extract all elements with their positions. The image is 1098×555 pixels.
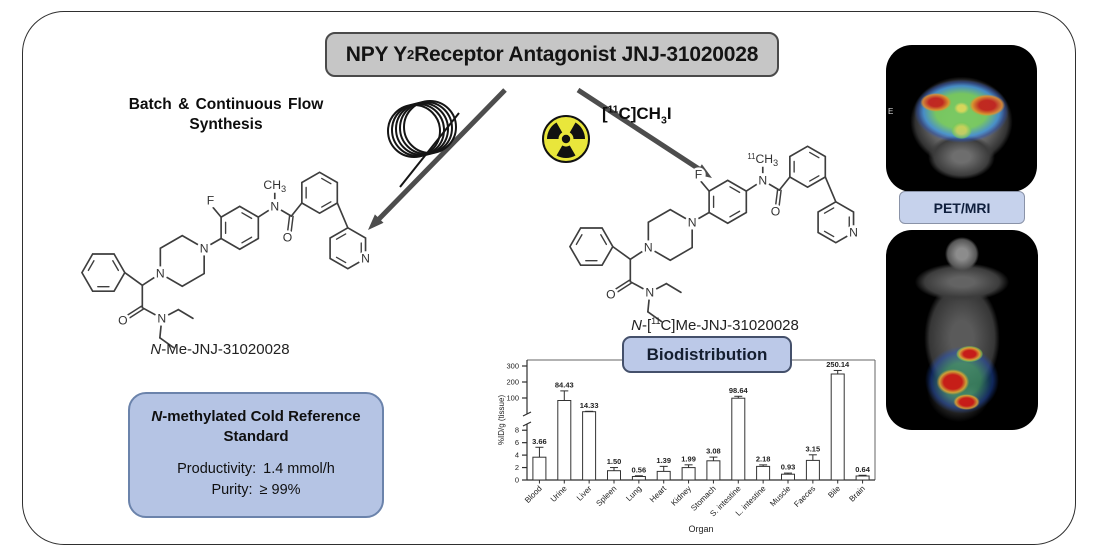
svg-text:N: N <box>849 225 858 239</box>
svg-text:100: 100 <box>506 394 519 403</box>
name-left-rest: -Me-JNJ-31020028 <box>161 341 290 358</box>
svg-text:CH3: CH3 <box>263 178 286 194</box>
title-subscript: 2 <box>407 47 415 62</box>
svg-text:N: N <box>688 215 697 229</box>
svg-text:1.39: 1.39 <box>656 456 671 465</box>
svg-text:N: N <box>156 267 165 281</box>
svg-text:0.93: 0.93 <box>781 463 796 472</box>
svg-text:Muscle: Muscle <box>768 484 793 509</box>
svg-text:N: N <box>200 241 209 255</box>
biodistribution-label: Biodistribution <box>646 344 768 364</box>
svg-text:11CH3: 11CH3 <box>747 152 778 168</box>
svg-text:Kidney: Kidney <box>669 484 693 508</box>
purity-line: Purity: ≥ 99% <box>130 480 382 501</box>
svg-text:N: N <box>361 251 370 265</box>
reagent-post: I <box>666 104 672 123</box>
svg-text:F: F <box>695 168 702 182</box>
name-left-italic: N <box>150 341 162 358</box>
svg-text:4: 4 <box>515 451 519 460</box>
reagent-label: [11C]CH3I <box>602 104 672 126</box>
svg-text:6: 6 <box>515 438 519 447</box>
svg-text:14.33: 14.33 <box>580 401 599 410</box>
reagent-sub: 3 <box>660 114 667 127</box>
svg-text:N: N <box>758 173 767 187</box>
svg-text:200: 200 <box>506 378 519 387</box>
synthesis-heading: Batch & Continuous Flow Synthesis <box>90 95 362 135</box>
structure-cold-compound: N N N N N F O O CH3 <box>80 171 373 349</box>
name-right-mid: -[ <box>641 317 652 334</box>
svg-text:N: N <box>644 241 653 255</box>
structure-radiolabeled-compound: N N N N N F O O 11CH3 <box>568 145 861 323</box>
name-right-rest: C]Me-JNJ-31020028 <box>660 317 799 334</box>
svg-text:F: F <box>207 194 214 208</box>
title-text: NPY Y <box>345 42 408 66</box>
svg-text:8: 8 <box>515 426 519 435</box>
svg-text:300: 300 <box>506 362 519 371</box>
pet-mri-label: PET/MRI <box>899 191 1025 224</box>
svg-text:Spleen: Spleen <box>594 484 618 508</box>
svg-text:Brain: Brain <box>847 484 867 504</box>
structure-right-name: N-[11C]Me-JNJ-31020028 <box>580 316 850 334</box>
svg-text:3.66: 3.66 <box>532 437 547 446</box>
svg-text:N: N <box>645 285 654 299</box>
svg-text:Liver: Liver <box>575 484 594 503</box>
svg-text:Lung: Lung <box>624 484 643 503</box>
synthesis-heading-line2: Synthesis <box>189 116 263 133</box>
name-right-sup: 11 <box>651 316 661 326</box>
productivity-line: Productivity: 1.4 mmol/h <box>130 459 382 480</box>
purity-label: Purity: <box>211 482 253 498</box>
svg-text:0.64: 0.64 <box>855 465 870 474</box>
scan-edge-letter: E <box>888 107 894 116</box>
svg-text:N: N <box>270 199 279 213</box>
svg-text:Organ: Organ <box>688 524 713 534</box>
svg-text:98.64: 98.64 <box>729 386 749 395</box>
svg-text:%ID/g (tissue): %ID/g (tissue) <box>497 395 506 446</box>
svg-text:3.08: 3.08 <box>706 447 721 456</box>
svg-text:Faeces: Faeces <box>792 484 817 509</box>
pet-mri-body-image <box>886 230 1038 430</box>
reagent-mid: C]CH <box>618 104 661 123</box>
svg-text:1.50: 1.50 <box>607 457 622 466</box>
structure-left-name: N-Me-JNJ-31020028 <box>100 341 340 358</box>
productivity-label: Productivity: <box>177 461 257 477</box>
name-right-italic: N <box>631 317 642 334</box>
svg-text:2.18: 2.18 <box>756 454 771 463</box>
svg-text:1.99: 1.99 <box>681 454 696 463</box>
svg-text:0: 0 <box>515 476 519 485</box>
cold-reference-title-rest: -methylated Cold Reference Standard <box>162 408 361 445</box>
svg-text:Blood: Blood <box>523 484 544 505</box>
svg-text:2: 2 <box>515 463 519 472</box>
reagent-pre: [ <box>602 104 608 123</box>
outer-border <box>22 11 1076 545</box>
purity-value: ≥ 99% <box>259 482 301 498</box>
pet-mri-label-text: PET/MRI <box>933 199 991 216</box>
cold-reference-title-italic: N <box>151 408 163 425</box>
svg-text:O: O <box>118 313 127 327</box>
svg-text:Bile: Bile <box>826 484 842 500</box>
svg-text:250.14: 250.14 <box>826 360 850 369</box>
svg-text:84.43: 84.43 <box>555 380 574 389</box>
svg-text:Heart: Heart <box>648 484 669 505</box>
svg-text:Urine: Urine <box>549 484 569 504</box>
pet-mri-brain-image: E <box>886 45 1037 192</box>
svg-text:O: O <box>606 287 615 301</box>
productivity-value: 1.4 mmol/h <box>263 461 335 477</box>
title-text-rest: Receptor Antagonist JNJ-31020028 <box>414 42 759 66</box>
cold-reference-box: N-methylated Cold Reference Standard Pro… <box>128 392 384 518</box>
svg-text:O: O <box>771 205 780 219</box>
cold-reference-title: N-methylated Cold Reference Standard <box>130 407 382 447</box>
reagent-sup: 11 <box>607 104 619 116</box>
svg-text:0.56: 0.56 <box>632 465 647 474</box>
svg-text:O: O <box>283 231 292 245</box>
synthesis-heading-line1: Batch & Continuous Flow <box>128 96 324 113</box>
biodistribution-banner: Biodistribution <box>622 336 792 373</box>
svg-text:3.15: 3.15 <box>806 444 821 453</box>
svg-text:N: N <box>157 311 166 325</box>
cold-reference-body: Productivity: 1.4 mmol/h Purity: ≥ 99% <box>130 459 382 501</box>
